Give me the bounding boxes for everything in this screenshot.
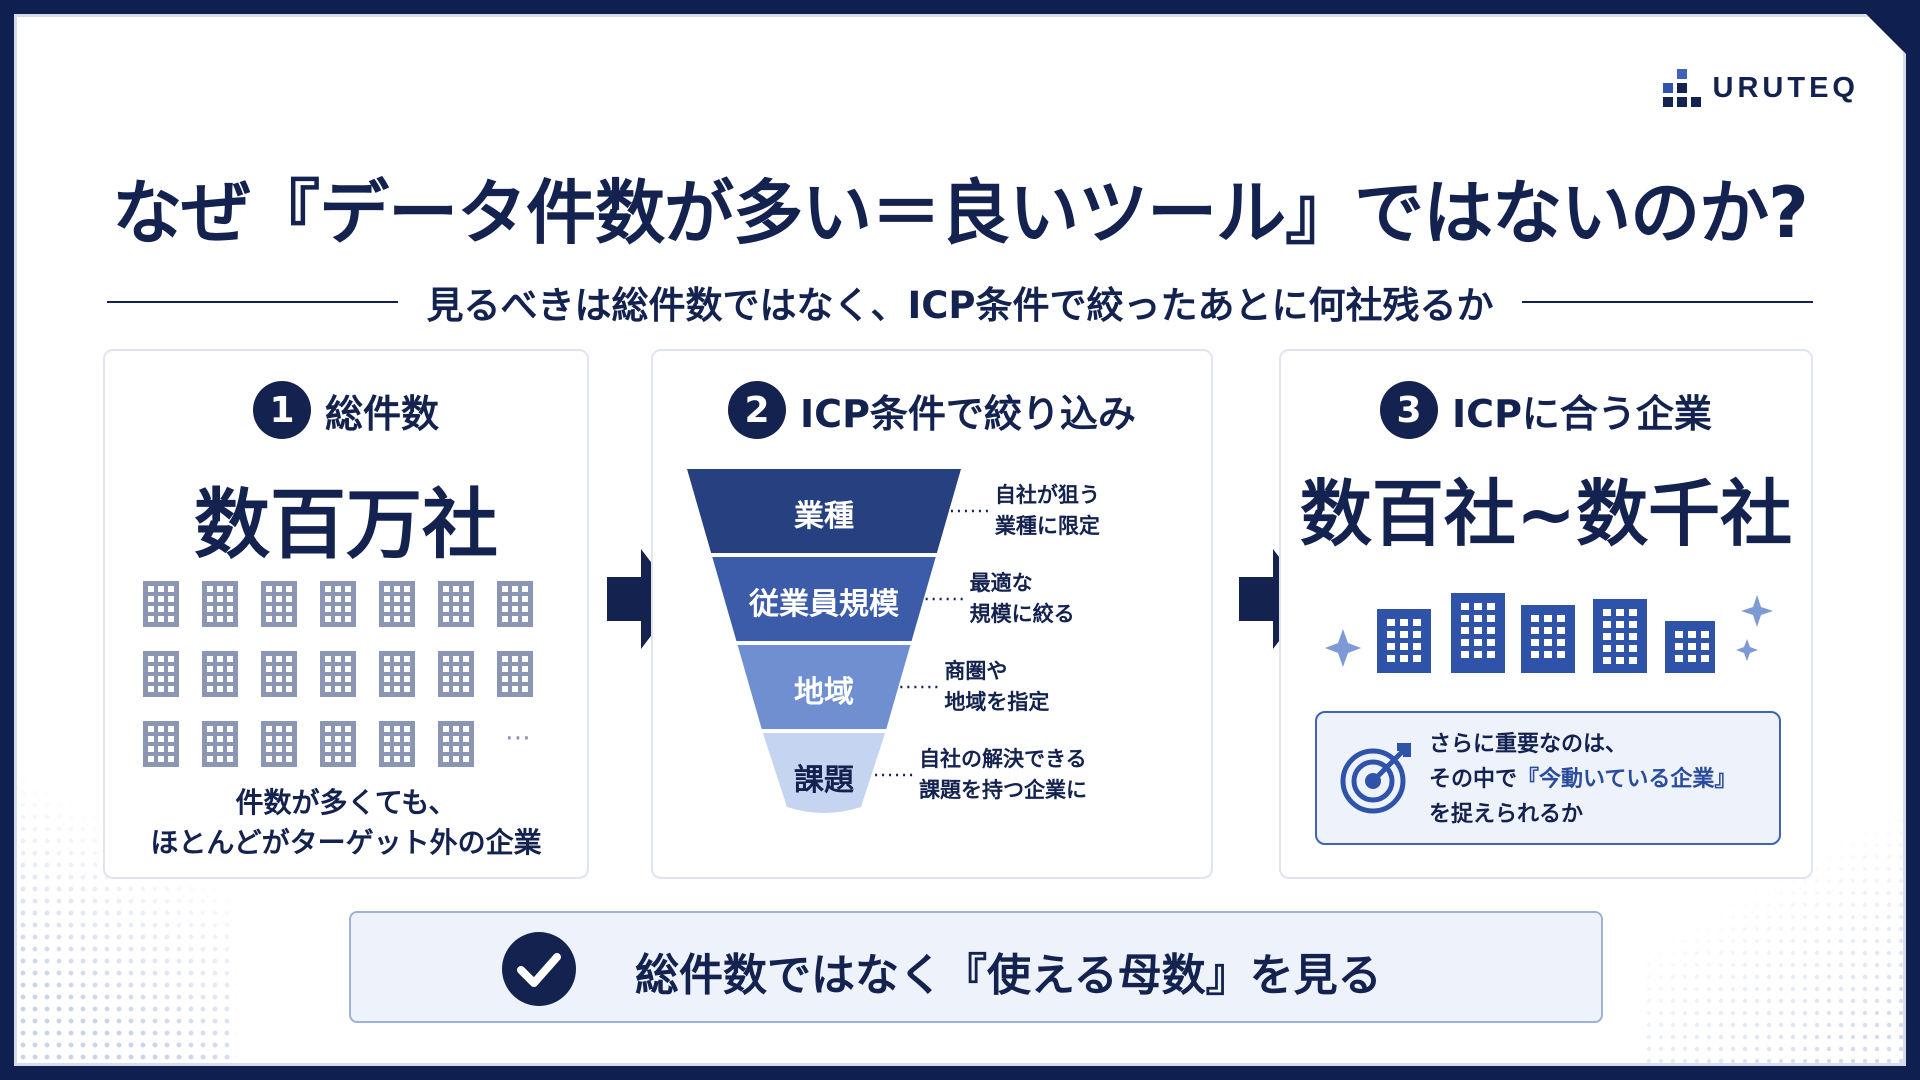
target-arrow-icon — [1340, 743, 1411, 814]
building-icon — [318, 719, 358, 771]
arrow-right-icon — [607, 549, 679, 649]
step-note-line: ほとんどがターゲット外の企業 — [150, 826, 542, 859]
building-icon — [377, 649, 417, 701]
step-card-total: 1 総件数 数百万社 ⋯ 件数が多くても、 ほとんどがターゲット外の企業 — [103, 349, 589, 879]
step-title: ICPに合う企業 — [1452, 391, 1712, 436]
funnel-stage-label: 地域 — [793, 675, 854, 710]
slide-frame: URUTEQ なぜ『データ件数が多い＝良いツール』ではないのか? 見るべきは総件… — [14, 14, 1906, 1066]
icp-count: 数百社~数千社 — [1299, 472, 1793, 556]
callout-text-part: その中で — [1429, 767, 1518, 792]
conclusion-banner: 総件数ではなく『使える母数』を見る — [349, 911, 1603, 1023]
step-title: 総件数 — [324, 391, 439, 436]
step-note-line: 件数が多くても、 — [235, 786, 457, 819]
arrow-right-icon — [1239, 549, 1311, 649]
building-icon — [259, 579, 299, 631]
step-card-filter: 2 ICP条件で絞り込み 業種 自社が狙う 業種に限定従業員規模 最適な 規模に絞る… — [651, 349, 1213, 879]
brand-logo: URUTEQ — [1662, 69, 1859, 107]
blue-buildings-illustration — [1325, 593, 1773, 673]
building-icon — [377, 579, 417, 631]
step-number-badge: 1 — [252, 381, 311, 439]
step-header: 1 総件数 — [105, 381, 587, 439]
icp-funnel: 業種 自社が狙う 業種に限定従業員規模 最適な 規模に絞る地域 商圏や 地域を指定課題… — [687, 469, 1187, 829]
callout-line: その中で『今動いている企業』 — [1429, 762, 1736, 797]
building-icon — [200, 719, 240, 771]
funnel-stage-label: 業種 — [794, 499, 854, 534]
building-icon — [200, 649, 240, 701]
funnel-stage — [687, 469, 961, 553]
more-ellipsis: ⋯ — [505, 723, 533, 753]
step-number-badge: 3 — [1380, 381, 1439, 439]
subtitle-row: 見るべきは総件数ではなく、ICP条件で絞ったあとに何社残るか — [107, 275, 1814, 329]
total-count: 数百万社 — [194, 480, 498, 569]
funnel-stage — [712, 557, 936, 641]
step-note: 件数が多くても、 ほとんどがターゲット外の企業 — [105, 783, 587, 863]
building-icon — [200, 579, 240, 631]
funnel-stage-note: 最適な 規模に絞る — [969, 571, 1075, 626]
callout-line: を捉えられるか — [1429, 802, 1584, 827]
building-icon — [259, 649, 299, 701]
step-header: 2 ICP条件で絞り込み — [653, 381, 1211, 439]
funnel-stage-label: 従業員規模 — [748, 587, 899, 622]
sparkle-icon — [1736, 595, 1773, 661]
callout-line: さらに重要なのは、 — [1429, 732, 1628, 757]
funnel-stage-note: 商圏や 地域を指定 — [944, 659, 1050, 714]
divider-left — [107, 301, 399, 303]
step-title: ICP条件で絞り込み — [800, 391, 1136, 436]
step-header: 3 ICPに合う企業 — [1281, 381, 1811, 439]
logo-blocks-icon — [1662, 69, 1701, 107]
building-icon — [141, 719, 181, 771]
building-icon — [318, 649, 358, 701]
funnel-stage — [762, 733, 886, 813]
brand-name: URUTEQ — [1712, 71, 1859, 104]
funnel-stage-note: 自社が狙う 業種に限定 — [994, 483, 1100, 538]
funnel-stage — [737, 645, 911, 729]
funnel-shape — [687, 469, 989, 813]
building-icon — [318, 579, 358, 631]
building-icon — [436, 649, 476, 701]
divider-right — [1521, 301, 1814, 303]
building-icon — [495, 649, 535, 701]
step-number-badge: 2 — [728, 381, 787, 439]
building-icon — [259, 719, 299, 771]
building-icon — [436, 579, 476, 631]
building-icon — [495, 579, 535, 631]
page-title: なぜ『データ件数が多い＝良いツール』ではないのか? — [112, 172, 1809, 254]
building-icon — [141, 649, 181, 701]
step-card-icp: 3 ICPに合う企業 数百社~数千社 — [1279, 349, 1813, 879]
check-circle-icon — [502, 932, 576, 1006]
callout-text: さらに重要なのは、 その中で『今動いている企業』 を捉えられるか — [1429, 727, 1736, 832]
conclusion-text: 総件数ではなく『使える母数』を見る — [635, 950, 1382, 1001]
building-grid — [141, 579, 561, 771]
page-subtitle: 見るべきは総件数ではなく、ICP条件で絞ったあとに何社残るか — [426, 284, 1494, 327]
building-icon — [436, 719, 476, 771]
building-icon — [377, 719, 417, 771]
building-icon — [141, 579, 181, 631]
callout-highlight: 『今動いている企業』 — [1517, 767, 1737, 792]
funnel-stage-note: 自社の解決できる 課題を持つ企業に — [919, 747, 1088, 802]
insight-callout: さらに重要なのは、 その中で『今動いている企業』 を捉えられるか — [1315, 711, 1781, 845]
sparkle-icon — [1325, 629, 1361, 667]
funnel-stage-label: 課題 — [793, 763, 854, 798]
